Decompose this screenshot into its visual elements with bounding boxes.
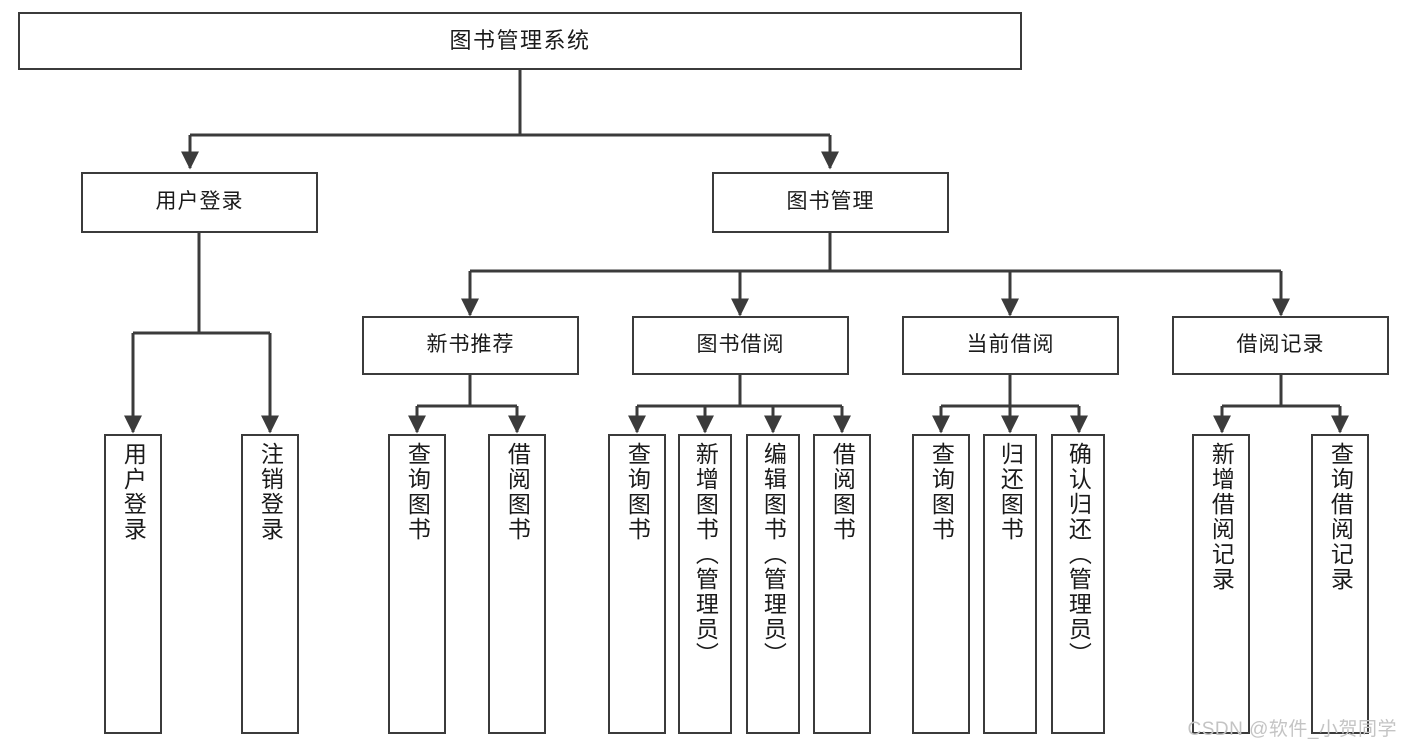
node-label: 新增图书（管理员）: [692, 442, 719, 667]
node-user-login[interactable]: 用户登录: [81, 172, 318, 233]
node-label: 注销登录: [257, 442, 284, 542]
leaf-add-borrow-record[interactable]: 新增借阅记录: [1192, 434, 1250, 734]
node-label: 借阅图书: [504, 442, 531, 542]
leaf-return-book[interactable]: 归还图书: [983, 434, 1037, 734]
node-new-book-recommend[interactable]: 新书推荐: [362, 316, 579, 375]
node-book-borrow[interactable]: 图书借阅: [632, 316, 849, 375]
leaf-borrow-book-recommend[interactable]: 借阅图书: [488, 434, 546, 734]
node-label: 新书推荐: [426, 333, 515, 357]
node-label: 查询图书: [404, 442, 431, 542]
node-borrow-record[interactable]: 借阅记录: [1172, 316, 1389, 375]
node-root-system[interactable]: 图书管理系统: [18, 12, 1022, 70]
node-label: 图书借阅: [696, 333, 785, 357]
node-book-manage[interactable]: 图书管理: [712, 172, 949, 233]
node-label: 新增借阅记录: [1208, 442, 1235, 592]
node-label: 确认归还（管理员）: [1065, 442, 1092, 667]
node-label: 查询借阅记录: [1327, 442, 1354, 592]
leaf-query-book-borrow[interactable]: 查询图书: [608, 434, 666, 734]
leaf-query-borrow-record[interactable]: 查询借阅记录: [1311, 434, 1369, 734]
node-label: 图书管理系统: [449, 28, 591, 54]
leaf-confirm-return-admin[interactable]: 确认归还（管理员）: [1051, 434, 1105, 734]
leaf-logout-login[interactable]: 注销登录: [241, 434, 299, 734]
leaf-borrow-book-borrow[interactable]: 借阅图书: [813, 434, 871, 734]
node-current-borrow[interactable]: 当前借阅: [902, 316, 1119, 375]
node-label: 图书管理: [786, 190, 875, 214]
node-label: 编辑图书（管理员）: [760, 442, 787, 667]
leaf-edit-book-admin[interactable]: 编辑图书（管理员）: [746, 434, 800, 734]
leaf-query-book-current[interactable]: 查询图书: [912, 434, 970, 734]
node-label: 归还图书: [997, 442, 1024, 542]
node-label: 查询图书: [928, 442, 955, 542]
node-label: 用户登录: [120, 442, 147, 542]
leaf-user-login[interactable]: 用户登录: [104, 434, 162, 734]
node-label: 用户登录: [155, 190, 244, 214]
node-label: 借阅图书: [829, 442, 856, 542]
leaf-query-book-recommend[interactable]: 查询图书: [388, 434, 446, 734]
node-label: 借阅记录: [1236, 333, 1325, 357]
node-label: 当前借阅: [966, 333, 1055, 357]
leaf-add-book-admin[interactable]: 新增图书（管理员）: [678, 434, 732, 734]
node-label: 查询图书: [624, 442, 651, 542]
csdn-watermark: CSDN @软件_小贺同学: [1187, 719, 1397, 740]
